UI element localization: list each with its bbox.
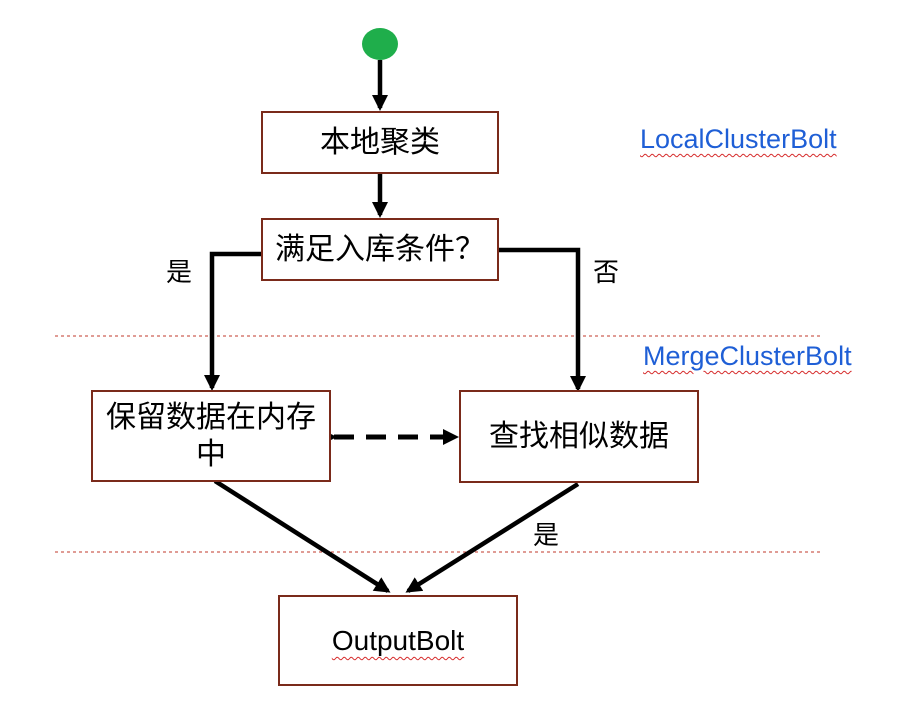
- keep-in-memory-box: 保留数据在内存中: [91, 390, 331, 482]
- local-cluster-box: 本地聚类: [261, 111, 499, 174]
- keep-in-memory-label: 保留数据在内存中: [106, 399, 316, 473]
- arrow-condition-yes-to-keep: [204, 251, 263, 391]
- arrow-find-yes-to-output: [405, 482, 580, 593]
- no-label-right: 否: [593, 258, 620, 288]
- find-similar-box: 查找相似数据: [459, 390, 699, 483]
- local-cluster-bolt-label: LocalClusterBolt: [640, 124, 837, 154]
- arrow-keep-to-output: [213, 479, 391, 593]
- start-node: [362, 28, 398, 60]
- merge-cluster-bolt-label: MergeClusterBolt: [643, 341, 852, 371]
- condition-box: 满足入库条件？: [261, 218, 499, 281]
- output-bolt-box: OutputBolt: [278, 595, 518, 686]
- condition-label: 满足入库条件？: [275, 231, 485, 267]
- yes-label-left: 是: [166, 258, 193, 288]
- find-similar-label: 查找相似数据: [489, 418, 669, 454]
- yes-label-bottom: 是: [533, 521, 560, 551]
- output-bolt-label: OutputBolt: [331, 625, 465, 656]
- arrow-condition-no-to-find: [497, 247, 586, 392]
- local-cluster-label: 本地聚类: [320, 124, 440, 160]
